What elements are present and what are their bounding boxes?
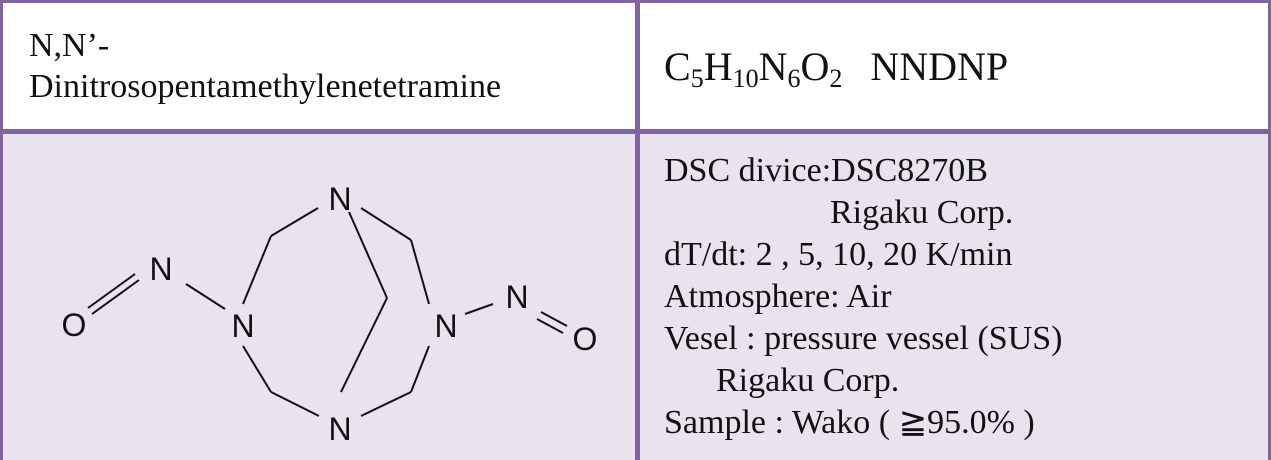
structure-atoms: N N N N N N O O (62, 181, 598, 447)
vessel-maker: Rigaku Corp. (664, 360, 1268, 402)
bond-ntop-bridge (349, 212, 387, 298)
bond-nleft-c2 (243, 346, 271, 392)
compound-name-line-1: N,N’- (29, 25, 635, 66)
vessel-line: Vesel : pressure vessel (SUS) (664, 318, 1268, 360)
formula-element-c: C (664, 44, 691, 89)
compound-name-line-2: Dinitrosopentamethylenetetramine (29, 66, 635, 107)
atom-n-top: N (328, 181, 351, 217)
bond-ntop-c3 (361, 208, 411, 240)
formula-count-n: 6 (787, 64, 800, 93)
sample-line: Sample : Wako ( ≧95.0% ) (664, 402, 1268, 444)
bond-c3-nright (411, 240, 429, 304)
formula-count-o: 2 (829, 64, 842, 93)
atom-o-left: O (62, 307, 87, 343)
bond-nnitroso-left-o-1 (92, 280, 139, 314)
compound-abbreviation: NNDNP (870, 44, 1008, 89)
chemical-structure-diagram: N N N N N N O O (3, 134, 635, 460)
atom-o-right: O (573, 321, 598, 357)
body-row: N N N N N N O O DSC divice:DSC8270B Riga… (2, 132, 1270, 460)
measurement-conditions: DSC divice:DSC8270B Rigaku Corp. dT/dt: … (640, 150, 1268, 444)
dsc-device-maker: Rigaku Corp. (664, 192, 1268, 234)
formula-count-c: 5 (691, 64, 704, 93)
structure-cell: N N N N N N O O (2, 132, 638, 460)
compound-name: N,N’- Dinitrosopentamethylenetetramine (3, 25, 635, 107)
atom-n-bottom: N (328, 411, 351, 447)
atom-n-right: N (434, 308, 457, 344)
atom-n-nitroso-left: N (149, 251, 172, 287)
formula-element-h: H (704, 44, 733, 89)
bond-bridge-nbottom (341, 298, 387, 392)
structure-bonds (88, 208, 567, 416)
atmosphere-line: Atmosphere: Air (664, 276, 1268, 318)
bond-c1-nleft (243, 236, 271, 304)
formula-cell: C5H10N6O2 NNDNP (638, 2, 1270, 132)
formula-element-o: O (800, 44, 829, 89)
bond-nright-c4 (411, 346, 429, 392)
molecular-formula: C5H10N6O2 NNDNP (640, 43, 1268, 90)
measurement-conditions-cell: DSC divice:DSC8270B Rigaku Corp. dT/dt: … (638, 132, 1270, 460)
heating-rate-line: dT/dt: 2 , 5, 10, 20 K/min (664, 234, 1268, 276)
dsc-device-line: DSC divice:DSC8270B (664, 150, 1268, 192)
bond-c4-nbottom (361, 392, 411, 416)
formula-count-h: 10 (733, 64, 759, 93)
compound-name-cell: N,N’- Dinitrosopentamethylenetetramine (2, 2, 638, 132)
formula-element-n: N (759, 44, 788, 89)
bond-ntop-c1 (271, 208, 318, 236)
bond-nright-nnitroso-right (465, 304, 493, 314)
atom-n-left: N (231, 308, 254, 344)
bond-nnitroso-left-o-2 (88, 274, 135, 308)
bond-c2-nbottom (271, 392, 319, 416)
atom-n-nitroso-right: N (505, 279, 528, 315)
bond-nleft-nnitroso-left (186, 284, 225, 309)
header-row: N,N’- Dinitrosopentamethylenetetramine C… (2, 2, 1270, 132)
